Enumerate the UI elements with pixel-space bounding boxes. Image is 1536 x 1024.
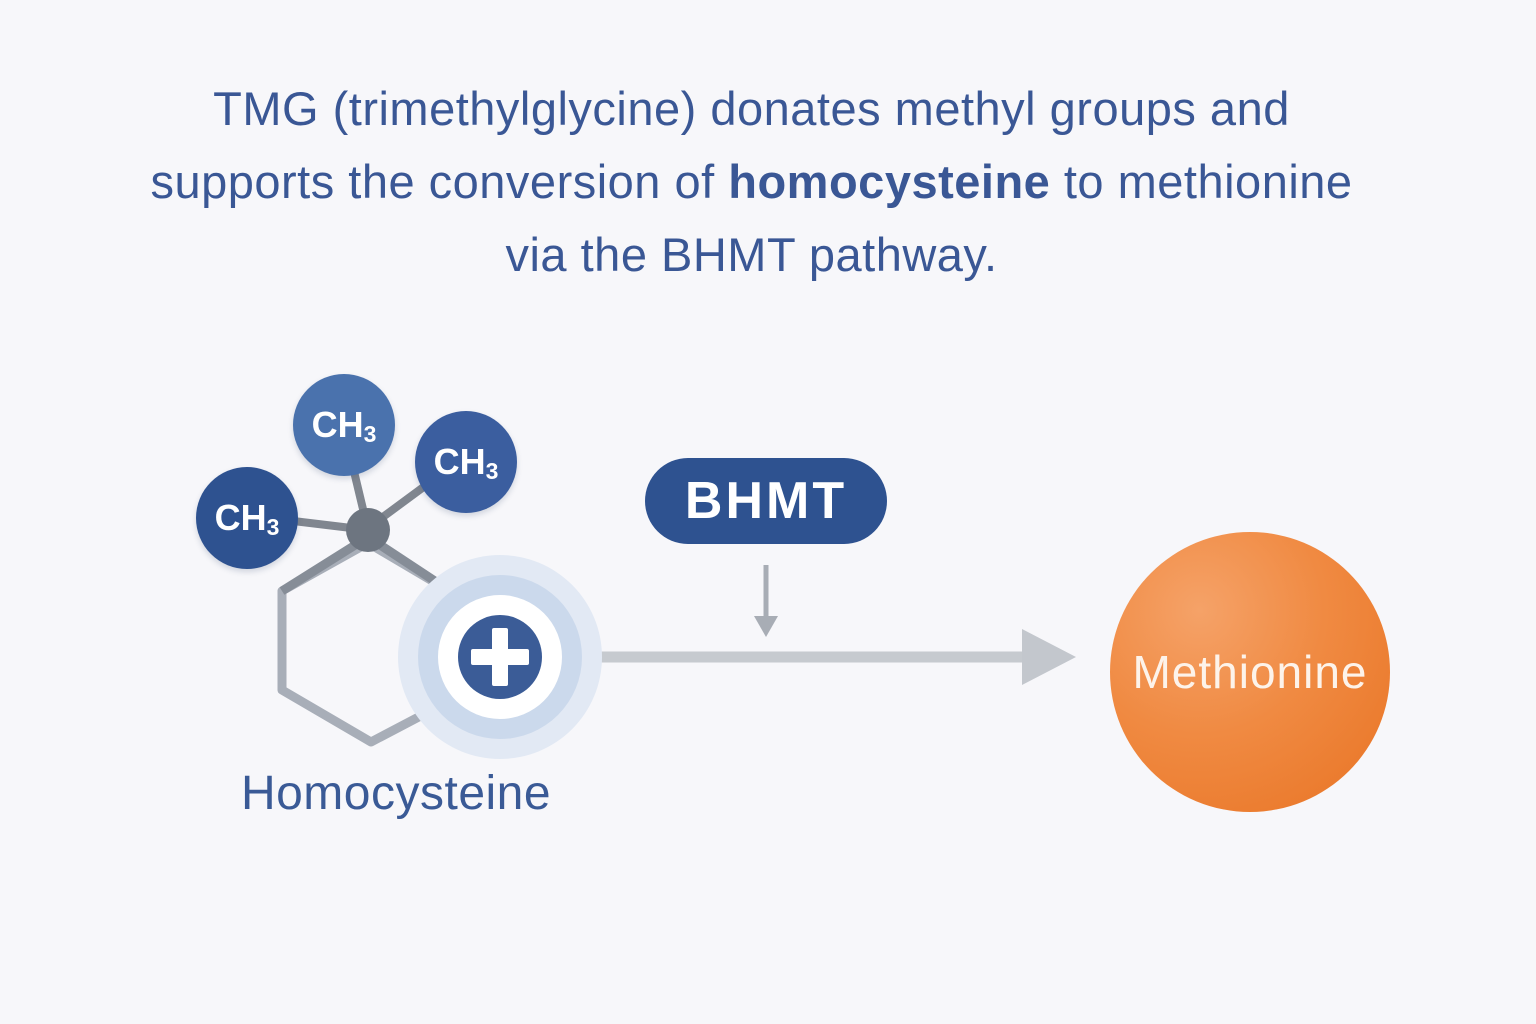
methionine-product-circle: Methionine (1110, 532, 1390, 812)
title-line-3: via the BHMT pathway. (505, 228, 998, 281)
homocysteine-label: Homocysteine (240, 767, 552, 820)
reaction-arrow-head (1022, 629, 1076, 685)
methyl-label: CH (214, 497, 267, 538)
methyl-group-top: CH 3 (293, 374, 395, 476)
title-line-2-suffix: to methionine (1050, 155, 1353, 208)
methyl-label-subscript: 3 (363, 420, 377, 447)
plus-icon (458, 615, 542, 699)
methyl-label-subscript: 3 (485, 457, 499, 484)
methyl-label: CH (311, 404, 364, 445)
bhmt-enzyme-pill: BHMT (645, 458, 887, 544)
enzyme-arrow-head (754, 616, 778, 637)
methyl-group-right: CH 3 (415, 411, 517, 513)
center-atom-dot (346, 508, 390, 552)
methyl-group-left: CH 3 (196, 467, 298, 569)
methyl-label: CH (433, 441, 486, 482)
title-line-2: supports the conversion of homocysteine … (0, 145, 1503, 218)
title-line-2-emphasis: homocysteine (728, 155, 1051, 208)
title-block: TMG (trimethylglycine) donates methyl gr… (0, 72, 1503, 291)
title-line-1: TMG (trimethylglycine) donates methyl gr… (213, 82, 1290, 135)
methyl-label-subscript: 3 (266, 513, 280, 540)
title-line-2-prefix: supports the conversion of (150, 155, 729, 208)
plus-badge (458, 615, 542, 699)
